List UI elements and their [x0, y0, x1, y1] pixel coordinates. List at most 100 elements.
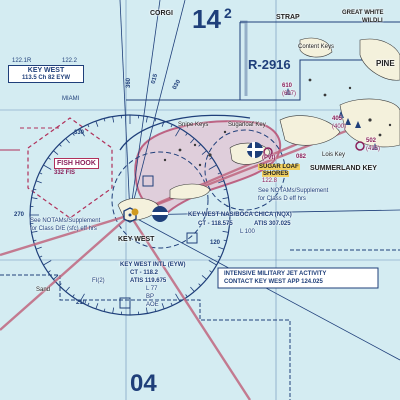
compass-tick — [218, 180, 225, 184]
compass-tick — [35, 180, 42, 184]
intensive-military-contact: CONTACT KEY WEST APP 124.025 — [224, 279, 323, 285]
compass-tick — [87, 124, 90, 128]
compass-tick — [217, 255, 221, 258]
compass-tick — [223, 239, 227, 242]
compass-tick — [208, 260, 217, 266]
compass-tick — [112, 307, 115, 314]
compass-tick — [218, 246, 225, 250]
compass-360: 360 — [126, 77, 133, 89]
compass-tick — [43, 260, 52, 266]
elevation-610: 610 — [282, 83, 293, 89]
elevation-400: (400) — [332, 124, 347, 130]
intensive-military-box — [217, 267, 379, 289]
compass-tick — [185, 294, 188, 298]
compass-tick — [39, 255, 43, 258]
compass-tick — [65, 138, 70, 144]
small-keys — [163, 78, 392, 167]
eyw-atis: ATIS 119.675 — [130, 278, 167, 284]
grid-mef-top-sub: 2 — [224, 5, 232, 21]
compass-tick — [35, 246, 42, 250]
compass-tick — [39, 172, 43, 175]
compass-tick — [222, 230, 229, 233]
compass-210: 210 — [76, 300, 87, 306]
compass-tick — [65, 286, 70, 292]
elevation-405: 405 — [332, 116, 343, 122]
compass-tick — [95, 120, 99, 127]
nqx-name: KEY WEST NAS/BOCA CHICA (NQX) — [188, 212, 292, 218]
label-sugar-loaf: SUGAR LOAF — [258, 164, 300, 170]
compass-tick — [79, 293, 85, 302]
grid-mef-bottom: 04 — [130, 370, 157, 397]
note-class-de-left: for Class D/E (sfc) eff hrs — [30, 226, 97, 232]
note-notams-right: See NOTAMs/Supplement — [258, 188, 329, 194]
elevation-502: 502 — [366, 138, 377, 144]
compass-tick — [33, 239, 37, 242]
nqx-ct: CT - 118.575 — [198, 221, 233, 227]
label-summerland-key: SUMMERLAND KEY — [310, 165, 377, 172]
compass-tick — [190, 138, 195, 144]
moa-label: FISH HOOK 332 FIS — [54, 158, 99, 176]
compass-330: 330 — [74, 130, 85, 136]
compass-tick — [154, 308, 157, 312]
note-class-d-right: for Class D eff hrs — [258, 196, 306, 202]
pine-key-area — [359, 38, 400, 81]
compass-tick — [198, 283, 201, 286]
vor-compass-rose — [29, 114, 231, 316]
label-great-white: GREAT WHITE — [342, 10, 384, 16]
compass-tick — [145, 116, 148, 123]
stock-island — [169, 183, 211, 200]
compass-270: 270 — [14, 212, 25, 218]
warning-area-boundary — [0, 274, 291, 400]
compass-tick — [103, 308, 106, 312]
reporting-points — [119, 175, 198, 309]
compass-tick — [223, 188, 227, 191]
compass-tick — [112, 116, 115, 123]
compass-tick — [201, 150, 207, 155]
compass-tick — [95, 303, 99, 310]
restricted-area-outline — [126, 21, 400, 101]
compass-tick — [170, 124, 173, 128]
compass-tick — [43, 164, 52, 170]
compass-tick — [175, 128, 181, 137]
class-d-nqx-ring — [204, 129, 286, 211]
compass-tick — [154, 118, 157, 122]
compass-tick — [87, 302, 90, 306]
compass-tick — [59, 144, 62, 147]
compass-tick — [175, 293, 181, 302]
compass-tick — [222, 197, 229, 200]
airport-nqx-symbol — [247, 142, 263, 158]
label-pine: PINE — [376, 59, 395, 68]
compass-tick — [47, 157, 51, 160]
moa-altitude: 332 FIS — [54, 170, 76, 176]
label-sand-key: Sand — [36, 287, 51, 293]
intensive-military-title: INTENSIVE MILITARY JET ACTIVITY — [224, 271, 327, 277]
sugar-loaf-freq: 122.8 — [262, 178, 278, 184]
compass-tick — [170, 302, 173, 306]
compass-tick — [53, 275, 59, 280]
label-lois-key: Lois Key — [322, 152, 346, 158]
compass-120: 120 — [210, 240, 221, 246]
moa-name: FISH HOOK — [54, 158, 99, 169]
compass-tick — [198, 144, 201, 147]
vor-name: KEY WEST — [27, 67, 65, 74]
elevation-495: (495) — [366, 146, 381, 152]
waypoint-strap: STRAP — [276, 14, 300, 21]
private-airport-pvt: (Pvt) — [262, 155, 276, 161]
vor-info-box: KEY WEST 113.5 Ch 82 EYW — [8, 65, 84, 83]
compass-tick — [53, 150, 59, 155]
compass-tick — [103, 118, 106, 122]
moa-boundary — [27, 117, 113, 219]
vor-frequency: 113.5 Ch 82 EYW — [21, 75, 71, 81]
eyw-aoe: AOE — [146, 302, 159, 308]
label-key-west-city: KEY WEST — [118, 236, 155, 243]
obstruction-symbols — [285, 88, 378, 150]
eyw-elevation: L 77 — [146, 286, 158, 292]
compass-tick — [161, 120, 165, 127]
content-keys — [299, 37, 333, 58]
label-content-keys: Content Keys — [298, 44, 335, 50]
compass-tick — [72, 294, 75, 298]
compass-tick — [31, 197, 38, 200]
grid-mef-top: 14 — [192, 4, 221, 34]
private-airport-symbols — [131, 141, 365, 216]
